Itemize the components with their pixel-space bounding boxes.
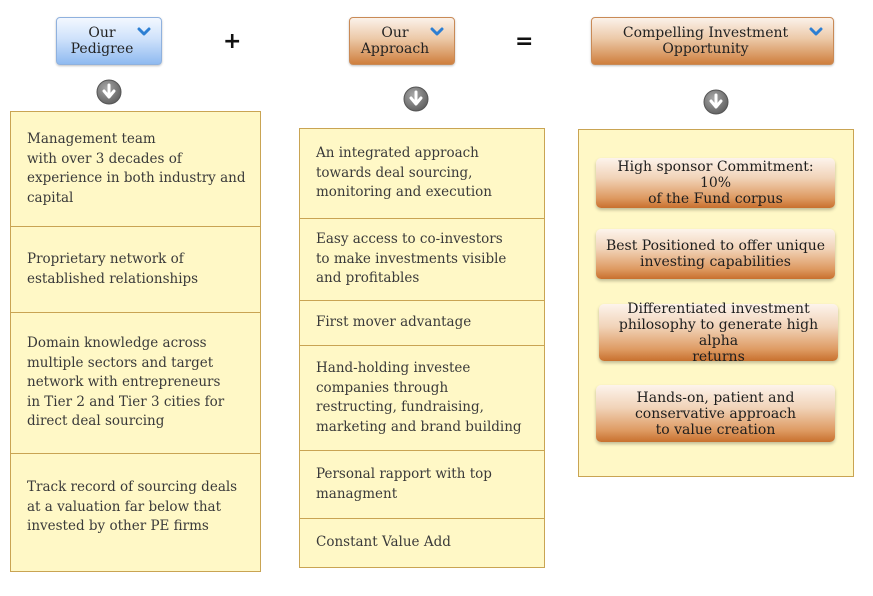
chevron-down-icon[interactable] [137,27,151,37]
opportunity-item-text: Best Positioned to offer unique investin… [605,238,826,270]
approach-item: Easy access to co-investors to make inve… [300,218,544,300]
approach-panel: An integrated approach towards deal sour… [299,128,545,568]
arrow-down-circle-icon[interactable] [403,86,429,112]
chevron-down-icon[interactable] [809,27,823,37]
opportunity-item: High sponsor Commitment: 10% of the Fund… [596,158,835,208]
opportunity-item: Hands-on, patient and conservative appro… [596,385,835,442]
opportunity-item-text: Hands-on, patient and conservative appro… [634,389,797,438]
plus-operator: + [223,29,242,54]
approach-item: Personal rapport with top managment [300,450,544,518]
approach-item-text: An integrated approach towards deal sour… [316,145,492,201]
approach-item: An integrated approach towards deal sour… [300,129,544,218]
pedigree-panel: Management team with over 3 decades of e… [10,111,261,572]
opportunity-item-text: Differentiated investment philosophy to … [618,300,819,365]
approach-item-text: Constant Value Add [316,534,451,551]
approach-item-text: Easy access to co-investors to make inve… [316,231,507,287]
pedigree-item-text: Management team with over 3 decades of e… [27,131,246,206]
header-our-pedigree-label: Our Pedigree [70,25,134,57]
opportunity-panel: High sponsor Commitment: 10% of the Fund… [578,129,854,477]
pedigree-item: Track record of sourcing deals at a valu… [11,453,260,571]
opportunity-item-text: High sponsor Commitment: 10% of the Fund… [617,159,814,207]
pedigree-item: Domain knowledge across multiple sectors… [11,312,260,453]
pedigree-item-text: Proprietary network of established relat… [27,251,199,287]
opportunity-item: Differentiated investment philosophy to … [599,301,838,365]
arrow-down-circle-icon[interactable] [96,79,122,105]
header-our-pedigree[interactable]: Our Pedigree [56,17,162,65]
pedigree-item-text: Domain knowledge across multiple sectors… [27,335,225,430]
pedigree-item: Proprietary network of established relat… [11,226,260,312]
pedigree-item-text: Track record of sourcing deals at a valu… [27,479,238,534]
approach-item-text: Hand-holding investee companies through … [316,360,522,435]
pedigree-item: Management team with over 3 decades of e… [11,112,260,226]
approach-item-text: Personal rapport with top managment [316,466,492,502]
approach-item: First mover advantage [300,300,544,345]
chevron-down-icon[interactable] [430,27,444,37]
equals-operator: = [515,29,534,54]
approach-item-text: First mover advantage [316,314,472,331]
header-opportunity-label: Compelling Investment Opportunity [622,25,789,57]
header-our-approach-label: Our Approach [360,25,430,57]
arrow-down-circle-icon[interactable] [703,89,729,115]
approach-item: Hand-holding investee companies through … [300,345,544,450]
approach-item: Constant Value Add [300,518,544,567]
opportunity-item: Best Positioned to offer unique investin… [596,229,835,279]
header-compelling-investment-opportunity[interactable]: Compelling Investment Opportunity [591,17,834,65]
header-our-approach[interactable]: Our Approach [349,17,455,65]
